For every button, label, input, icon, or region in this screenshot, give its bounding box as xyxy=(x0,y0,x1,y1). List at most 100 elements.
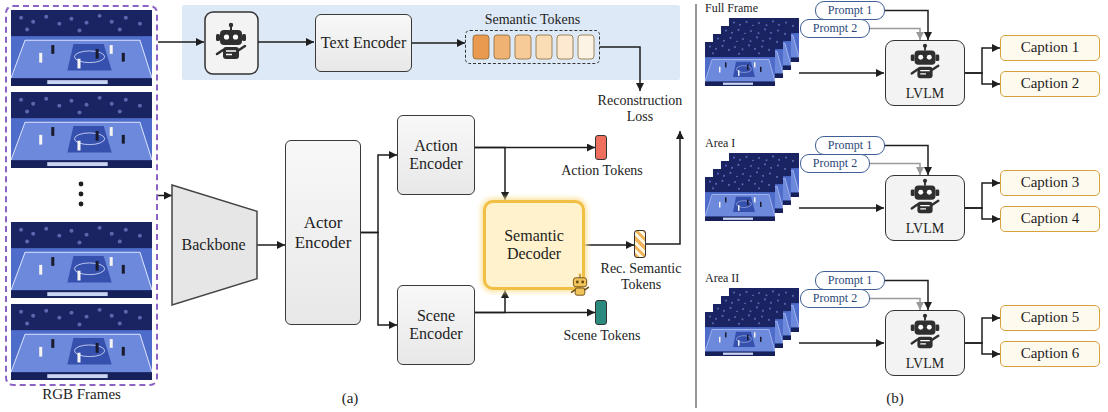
node-text: Text Encoder xyxy=(321,34,407,52)
frame-stack xyxy=(705,153,799,221)
encoder-box: Action Encoder xyxy=(397,115,475,195)
connector-arrow xyxy=(412,42,465,44)
arrow xyxy=(799,342,884,344)
lvlm-box: LVLM xyxy=(885,175,965,241)
token: Rec. Semantic Tokens xyxy=(634,230,646,258)
node-text: Prompt 2 xyxy=(813,22,857,36)
node-label: Action Tokens xyxy=(552,163,652,179)
node-text: Caption 2 xyxy=(1021,75,1080,92)
node-text: LVLM xyxy=(906,86,944,102)
connector-arrow xyxy=(361,155,397,233)
prompt-pill: Prompt 2 xyxy=(800,289,870,309)
caption-box: Caption 6 xyxy=(1000,341,1100,367)
loss-arrow xyxy=(600,47,640,91)
video-frame xyxy=(11,92,152,168)
annotation-label: Reconstruction Loss xyxy=(590,93,690,125)
lvlm-band xyxy=(182,5,680,80)
caption-box: Caption 3 xyxy=(1000,170,1100,196)
connector-arrow xyxy=(965,343,1000,354)
prompt-pill: Prompt 1 xyxy=(815,136,885,156)
video-frame xyxy=(11,10,152,86)
video-frame xyxy=(11,304,152,380)
annotation-label: Full Frame xyxy=(705,2,795,16)
encoder-box: Text Encoder xyxy=(315,14,412,72)
frame-stack xyxy=(705,18,799,86)
decoder-box: Semantic Decoder xyxy=(483,200,585,290)
encoder-box: Scene Encoder xyxy=(397,285,475,365)
arrow xyxy=(799,207,884,209)
ellipsis-dots xyxy=(79,182,84,207)
backbone-trapezoid: Backbone xyxy=(172,185,257,305)
connector-arrow xyxy=(257,244,285,246)
connector-arrow xyxy=(361,233,397,326)
token: Scene Tokens xyxy=(595,300,607,325)
connector-arrow xyxy=(870,28,920,40)
node-label: Rec. Semantic Tokens xyxy=(595,261,687,293)
prompt-pill: Prompt 1 xyxy=(815,1,885,21)
connector-arrow xyxy=(158,195,172,197)
connector-arrow xyxy=(965,183,1000,208)
token-group: Semantic Tokens xyxy=(465,30,600,64)
panel-separator xyxy=(696,4,697,408)
connector-arrow xyxy=(965,48,1000,73)
connector-arrow xyxy=(870,298,920,310)
node-label: RGB Frames xyxy=(7,386,156,403)
loss-arrow xyxy=(646,131,680,244)
annotation-label: (a) xyxy=(320,390,380,407)
robot-icon xyxy=(906,313,944,351)
connector-arrow xyxy=(885,280,928,310)
connector-arrow xyxy=(870,163,920,175)
annotation-label: (b) xyxy=(865,390,925,407)
arrow xyxy=(258,41,314,43)
encoder-box: Actor Encoder xyxy=(285,140,361,325)
node-text: Prompt 1 xyxy=(828,274,872,288)
node-text: Backbone xyxy=(182,236,246,254)
node-text: Prompt 2 xyxy=(813,157,857,171)
lvlm-box: LVLM xyxy=(885,310,965,376)
connector-arrow xyxy=(885,10,928,40)
node-text: Semantic Decoder xyxy=(490,227,578,264)
node-label: Semantic Tokens xyxy=(446,12,619,28)
node-text: Caption 6 xyxy=(1021,345,1080,362)
connector-arrow xyxy=(585,244,634,246)
node-text: Prompt 2 xyxy=(813,292,857,306)
node-text: Caption 4 xyxy=(1021,210,1080,227)
node-text: Scene Encoder xyxy=(402,307,470,344)
node-text: Prompt 1 xyxy=(828,4,872,18)
lvlm-box: LVLM xyxy=(885,40,965,106)
node-text: LVLM xyxy=(906,356,944,372)
lvlm-box xyxy=(205,12,258,74)
node-text: LVLM xyxy=(906,221,944,237)
node-text: Caption 3 xyxy=(1021,174,1080,191)
robot-icon xyxy=(568,273,592,297)
connector-arrow xyxy=(965,318,1000,343)
node-text: Prompt 1 xyxy=(828,139,872,153)
connector-arrow xyxy=(475,290,505,313)
video-frame xyxy=(11,222,152,298)
node-text: Actor Encoder xyxy=(290,213,356,252)
token: Action Tokens xyxy=(595,135,607,160)
connector-arrow xyxy=(965,73,1000,84)
annotation-label: Area I xyxy=(705,137,795,151)
node-text: Action Encoder xyxy=(402,137,470,174)
annotation-label: Area II xyxy=(705,272,795,286)
robot-icon xyxy=(906,178,944,216)
semantic-token-cells xyxy=(473,35,594,59)
caption-box: Caption 2 xyxy=(1000,71,1100,97)
node-text: Caption 1 xyxy=(1021,39,1080,56)
prompt-pill: Prompt 2 xyxy=(800,154,870,174)
node-text: Caption 5 xyxy=(1021,309,1080,326)
caption-box: Caption 1 xyxy=(1000,35,1100,61)
arrow xyxy=(799,72,884,74)
prompt-pill: Prompt 2 xyxy=(800,19,870,39)
frame-stack xyxy=(705,288,799,356)
robot-icon xyxy=(216,23,246,59)
connector-arrow xyxy=(885,145,928,175)
arrow xyxy=(158,41,204,43)
caption-box: Caption 4 xyxy=(1000,206,1100,232)
prompt-pill: Prompt 1 xyxy=(815,271,885,291)
connector-arrow xyxy=(475,148,505,201)
frame-group: RGB Frames xyxy=(5,5,158,386)
node-label: Scene Tokens xyxy=(552,328,652,344)
caption-box: Caption 5 xyxy=(1000,305,1100,331)
